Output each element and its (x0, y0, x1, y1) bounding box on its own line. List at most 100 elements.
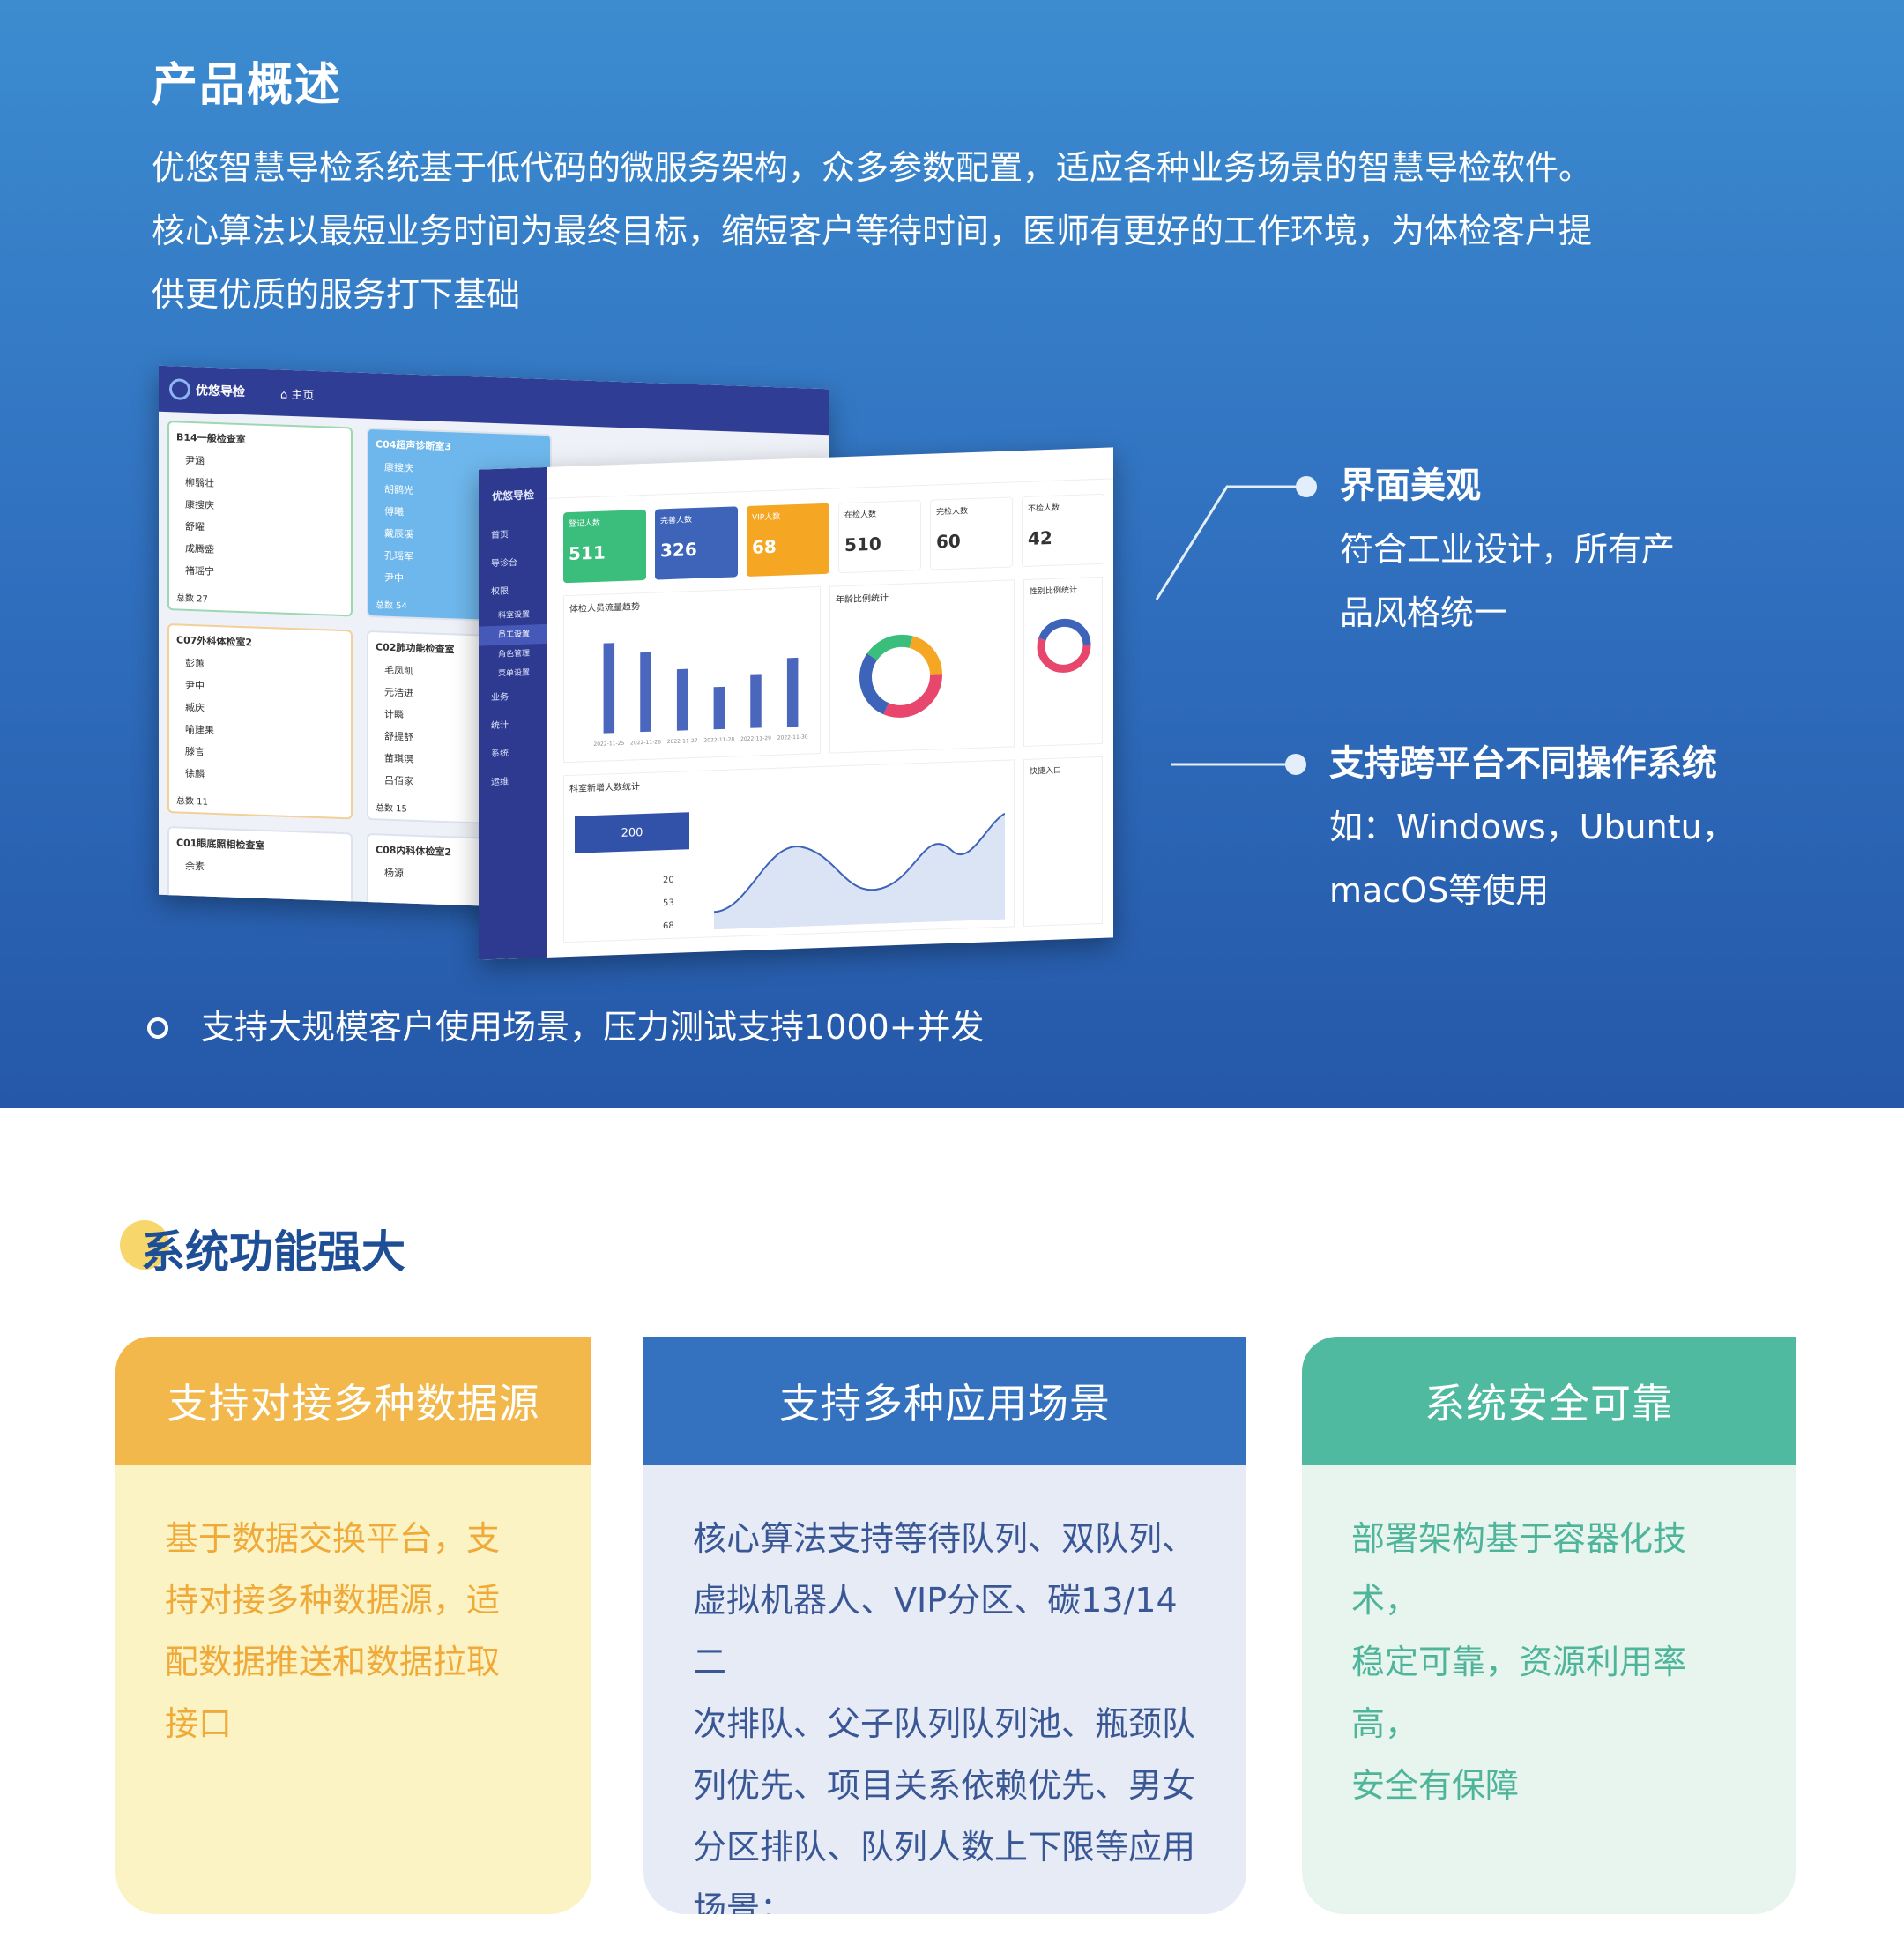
bar (750, 674, 762, 728)
function-card-line: 配数据推送和数据拉取 (165, 1643, 501, 1681)
stat-value: 510 (844, 533, 881, 556)
nav-item[interactable]: 首页 (491, 530, 509, 541)
feature-ui-beauty: 界面美观 符合工业设计，所有产 品风格统一 (1340, 454, 1675, 645)
intro-line: 供更优质的服务打下基础 (152, 275, 521, 314)
intro-line: 优悠智慧导检系统基于低代码的微服务架构，众多参数配置，适应各种业务场景的智慧导检… (152, 148, 1593, 187)
function-card: 支持多种应用场景核心算法支持等待队列、双队列、虚拟机器人、VIP分区、碳13/1… (643, 1337, 1246, 1914)
logo-icon (169, 378, 190, 400)
home-tab[interactable]: ⌂ 主页 (280, 388, 315, 403)
room-total: 总数 15 (376, 803, 407, 815)
age-chart-panel: 年龄比例统计 (829, 579, 1015, 754)
nav-item[interactable]: 业务 (491, 692, 509, 704)
stat-value: 68 (752, 535, 777, 558)
stat-card: 完善人数 326 (655, 506, 738, 580)
overview-section: 产品概述 优悠智慧导检系统基于低代码的微服务架构，众多参数配置，适应各种业务场景… (0, 0, 1904, 1108)
nav-item[interactable]: 运维 (491, 777, 509, 788)
function-card-line: 列优先、项目关系依赖优先、男女 (693, 1766, 1196, 1805)
overview-intro: 优悠智慧导检系统基于低代码的微服务架构，众多参数配置，适应各种业务场景的智慧导检… (152, 136, 1738, 326)
gender-donut (1037, 618, 1091, 673)
stat-value: 60 (936, 530, 961, 553)
subnav-item[interactable]: 菜单设置 (498, 668, 531, 679)
function-card-title: 支持对接多种数据源 (115, 1337, 591, 1465)
x-tick-label: 2022-11-28 (703, 736, 734, 743)
room-name: C01眼底照相检查室 (176, 837, 265, 852)
stat-label: 不检人数 (1028, 503, 1060, 514)
front-nav: 首页导诊台权限科室设置员工设置角色管理菜单设置业务统计系统运维 (479, 520, 547, 798)
function-card-line: 虚拟机器人、VIP分区、碳13/14二 (693, 1581, 1178, 1681)
feature-title: 支持跨平台不同操作系统 (1329, 743, 1717, 784)
today-value: 200 (575, 812, 689, 853)
feature-title: 界面美观 (1340, 466, 1481, 506)
home-label: 主页 (291, 388, 315, 403)
room-person: 徐麟 (185, 767, 205, 780)
function-card-line: 基于数据交换平台，支 (165, 1519, 501, 1558)
dept-row-value: 53 (663, 898, 674, 909)
stat-label: 完善人数 (660, 516, 693, 526)
function-card: 系统安全可靠部署架构基于容器化技术， 稳定可靠，资源利用率高， 安全有保障 (1302, 1337, 1796, 1914)
function-card-line: 接口 (165, 1704, 233, 1743)
front-sidebar: 优悠导检 首页导诊台权限科室设置员工设置角色管理菜单设置业务统计系统运维 (479, 466, 547, 960)
stat-label: 在检人数 (844, 510, 877, 521)
gender-chart-title: 性别比例统计 (1030, 585, 1078, 597)
feature-desc: 品风格统一 (1340, 593, 1508, 632)
nav-item[interactable]: 系统 (491, 749, 509, 760)
room-name: C04超声诊断室3 (376, 438, 452, 453)
front-screenshot: 优悠导检 首页导诊台权限科室设置员工设置角色管理菜单设置业务统计系统运维 登记人… (479, 447, 1113, 960)
stat-label: 登记人数 (569, 518, 601, 530)
stat-card: 完检人数 60 (930, 496, 1013, 570)
room-card[interactable]: C01眼底照相检查室余素 (167, 826, 353, 919)
stat-value: 326 (660, 538, 697, 562)
gender-chart-panel: 性别比例统计 (1023, 576, 1103, 747)
function-card-body: 基于数据交换平台，支持对接多种数据源，适配数据推送和数据拉取接口 (115, 1465, 591, 1797)
function-card-line: 部署架构基于容器化技术， (1351, 1519, 1687, 1620)
function-card: 支持对接多种数据源基于数据交换平台，支持对接多种数据源，适配数据推送和数据拉取接… (115, 1337, 591, 1914)
dept-row-value: 20 (663, 875, 674, 886)
x-tick-label: 2022-11-25 (593, 741, 624, 748)
dept-row-value: 68 (663, 920, 674, 932)
subnav-item[interactable]: 科室设置 (498, 610, 531, 621)
bar (603, 643, 615, 734)
function-card-line: 次排队、父子队列队列池、瓶颈队 (693, 1704, 1196, 1743)
room-name: C07外科体检室2 (176, 634, 253, 649)
room-name: B14一般检查室 (176, 431, 246, 446)
x-tick-label: 2022-11-27 (667, 738, 698, 745)
x-tick-label: 2022-11-29 (740, 735, 771, 742)
age-chart-title: 年龄比例统计 (836, 593, 889, 606)
subnav-item[interactable]: 员工设置 (479, 623, 547, 646)
feature-desc: 如：Windows，Ubuntu， (1329, 808, 1736, 846)
bar (676, 668, 688, 731)
room-person: 余素 (185, 860, 205, 873)
room-person: 褚瑶宁 (185, 564, 214, 578)
function-card-line: 稳定可靠，资源利用率高， (1351, 1643, 1687, 1743)
function-card-title: 支持多种应用场景 (643, 1337, 1246, 1465)
bar (640, 652, 651, 733)
brand: 优悠导检 (196, 384, 245, 400)
stat-value: 42 (1028, 526, 1052, 549)
function-card-line: 持对接多种数据源，适 (165, 1581, 501, 1620)
subnav-item[interactable]: 角色管理 (498, 649, 531, 660)
stat-card: 在检人数 510 (838, 500, 921, 574)
function-card-line: 场景； (693, 1889, 794, 1914)
function-card-title: 系统安全可靠 (1302, 1337, 1796, 1465)
quick-entry-title: 快捷入口 (1030, 766, 1062, 777)
nav-item[interactable]: 导诊台 (491, 558, 517, 570)
nav-item[interactable]: 权限 (491, 586, 509, 598)
dept-chart-title: 科室新增人数统计 (569, 782, 640, 794)
function-card-line: 核心算法支持等待队列、双队列、 (693, 1519, 1196, 1558)
stat-label: 完检人数 (936, 507, 969, 518)
room-card[interactable]: B14一般检查室尹涵柳翳壮康搜庆舒曜成腾盛褚瑶宁总数 27 (167, 421, 353, 617)
bar (786, 657, 799, 727)
functions-title: 系统功能强大 (141, 1226, 405, 1278)
function-card-body: 核心算法支持等待队列、双队列、虚拟机器人、VIP分区、碳13/14二次排队、父子… (643, 1465, 1246, 1914)
x-tick-label: 2022-11-30 (777, 734, 808, 741)
bullet-circle-icon (147, 1017, 168, 1039)
bullet-text: 支持大规模客户使用场景，压力测试支持1000+并发 (201, 1008, 985, 1047)
feature-cross-platform: 支持跨平台不同操作系统 如：Windows，Ubuntu， macOS等使用 (1329, 732, 1736, 922)
nav-item[interactable]: 统计 (491, 720, 509, 732)
function-card-line: 分区排队、队列人数上下限等应用 (693, 1828, 1196, 1867)
front-brand: 优悠导检 (491, 488, 534, 503)
function-card-line: 安全有保障 (1351, 1766, 1520, 1805)
